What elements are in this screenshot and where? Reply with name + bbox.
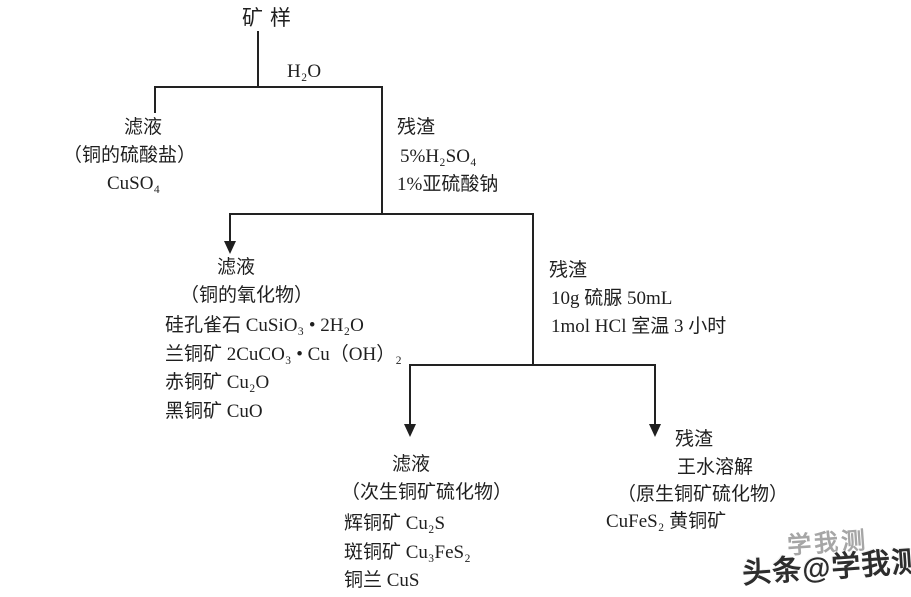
- node-filtrate2-subtitle: （铜的氧化物）: [180, 285, 314, 306]
- arrow-down-icon: [223, 241, 236, 254]
- node-residue2-reagent2: 1mol HCl 室温 3 小时: [551, 316, 727, 337]
- node-residue2-reagent1: 10g 硫脲 50mL: [551, 288, 673, 309]
- node-filtrate3-title: 滤液: [392, 454, 431, 475]
- watermark: 头条@学我测: [741, 545, 911, 591]
- filtrate2-mineral-list: 硅孔雀石 CuSiO₃ • 2H₂O 兰铜矿 2CuCO₃ • Cu（OH）₂ …: [165, 312, 402, 427]
- node-filtrate2-title: 滤液: [217, 257, 256, 278]
- node-residue1-reagent1: 5%H₂SO₄: [400, 146, 477, 167]
- node-ore-sample: 矿样: [242, 6, 298, 30]
- list-item: 赤铜矿 Cu₂O: [165, 372, 270, 394]
- list-item: 兰铜矿 2CuCO₃ • Cu（OH）₂: [165, 343, 402, 365]
- connector-split2-horizontal: [229, 213, 533, 215]
- node-residue3-title: 残渣: [675, 429, 714, 450]
- node-residue1-reagent2: 1%亚硫酸钠: [397, 174, 499, 195]
- list-item: 硅孔雀石 CuSiO₃ • 2H₂O: [165, 315, 364, 336]
- list-item: 辉铜矿 Cu₂S: [344, 513, 446, 534]
- node-residue3-formula: CuFeS₂ 黄铜矿: [606, 511, 727, 532]
- node-filtrate3-subtitle: （次生铜矿硫化物）: [341, 482, 513, 503]
- filtrate3-mineral-list: 辉铜矿 Cu₂S 斑铜矿 Cu₃FeS₂ 铜兰 CuS: [344, 510, 471, 596]
- list-item: 铜兰 CuS: [344, 570, 420, 592]
- edge-label-water: H₂O: [287, 61, 322, 82]
- connector-split1-right-drop: [381, 86, 383, 214]
- node-filtrate1-title: 滤液: [124, 117, 163, 138]
- node-residue3-subtitle: 王水溶解: [677, 457, 754, 478]
- connector-split2-right-drop: [532, 213, 534, 365]
- connector-root-stem: [257, 31, 259, 87]
- node-filtrate1-formula: CuSO₄: [107, 173, 161, 194]
- node-residue1-title: 残渣: [397, 117, 436, 138]
- arrow-down-icon: [403, 424, 416, 437]
- node-residue3-subtitle2: （原生铜矿硫化物）: [617, 484, 789, 505]
- connector-split3-left-drop: [409, 364, 411, 425]
- connector-split1-horizontal: [154, 86, 383, 88]
- node-filtrate1-subtitle: （铜的硫酸盐）: [63, 145, 197, 166]
- connector-split2-left-drop: [229, 213, 231, 242]
- list-item: 黑铜矿 CuO: [165, 401, 263, 423]
- connector-split1-left-drop: [154, 86, 156, 113]
- list-item: 斑铜矿 Cu₃FeS₂: [344, 541, 471, 563]
- arrow-down-icon: [648, 424, 661, 437]
- connector-split3-horizontal: [409, 364, 655, 366]
- connector-split3-right-drop: [654, 364, 656, 425]
- node-residue2-title: 残渣: [549, 260, 588, 281]
